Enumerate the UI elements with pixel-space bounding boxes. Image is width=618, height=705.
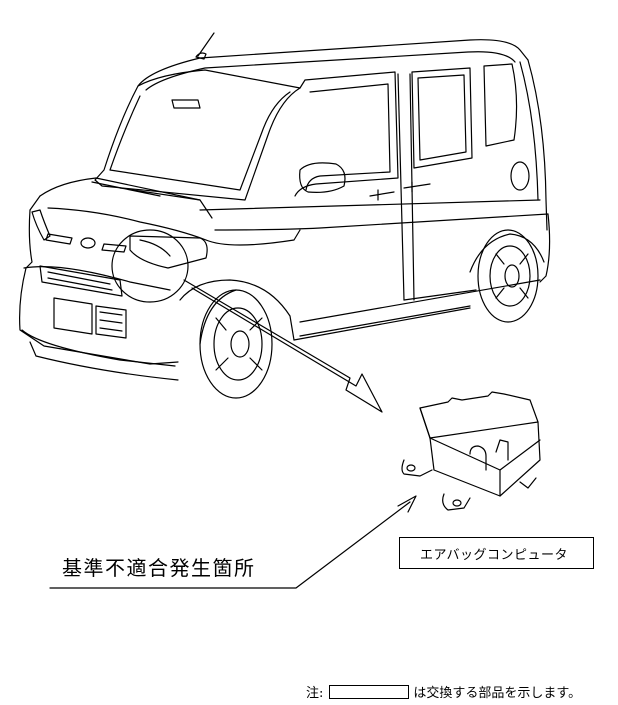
note-prefix: 注: bbox=[306, 686, 324, 701]
replacement-part-swatch bbox=[329, 684, 410, 699]
vehicle-illustration bbox=[19, 32, 551, 399]
part-label: エアバッグコンピュータ bbox=[420, 547, 568, 563]
legend-note: 注: は交換する部品を示します。 bbox=[306, 682, 581, 701]
note-text: は交換する部品を示します。 bbox=[413, 686, 582, 701]
defect-location-label: 基準不適合発生箇所 bbox=[62, 556, 256, 580]
callout-arrow bbox=[111, 229, 383, 413]
airbag-computer-drawing bbox=[401, 391, 541, 511]
defect-leader-line bbox=[49, 495, 417, 589]
part-label-box: エアバッグコンピュータ bbox=[399, 537, 594, 569]
